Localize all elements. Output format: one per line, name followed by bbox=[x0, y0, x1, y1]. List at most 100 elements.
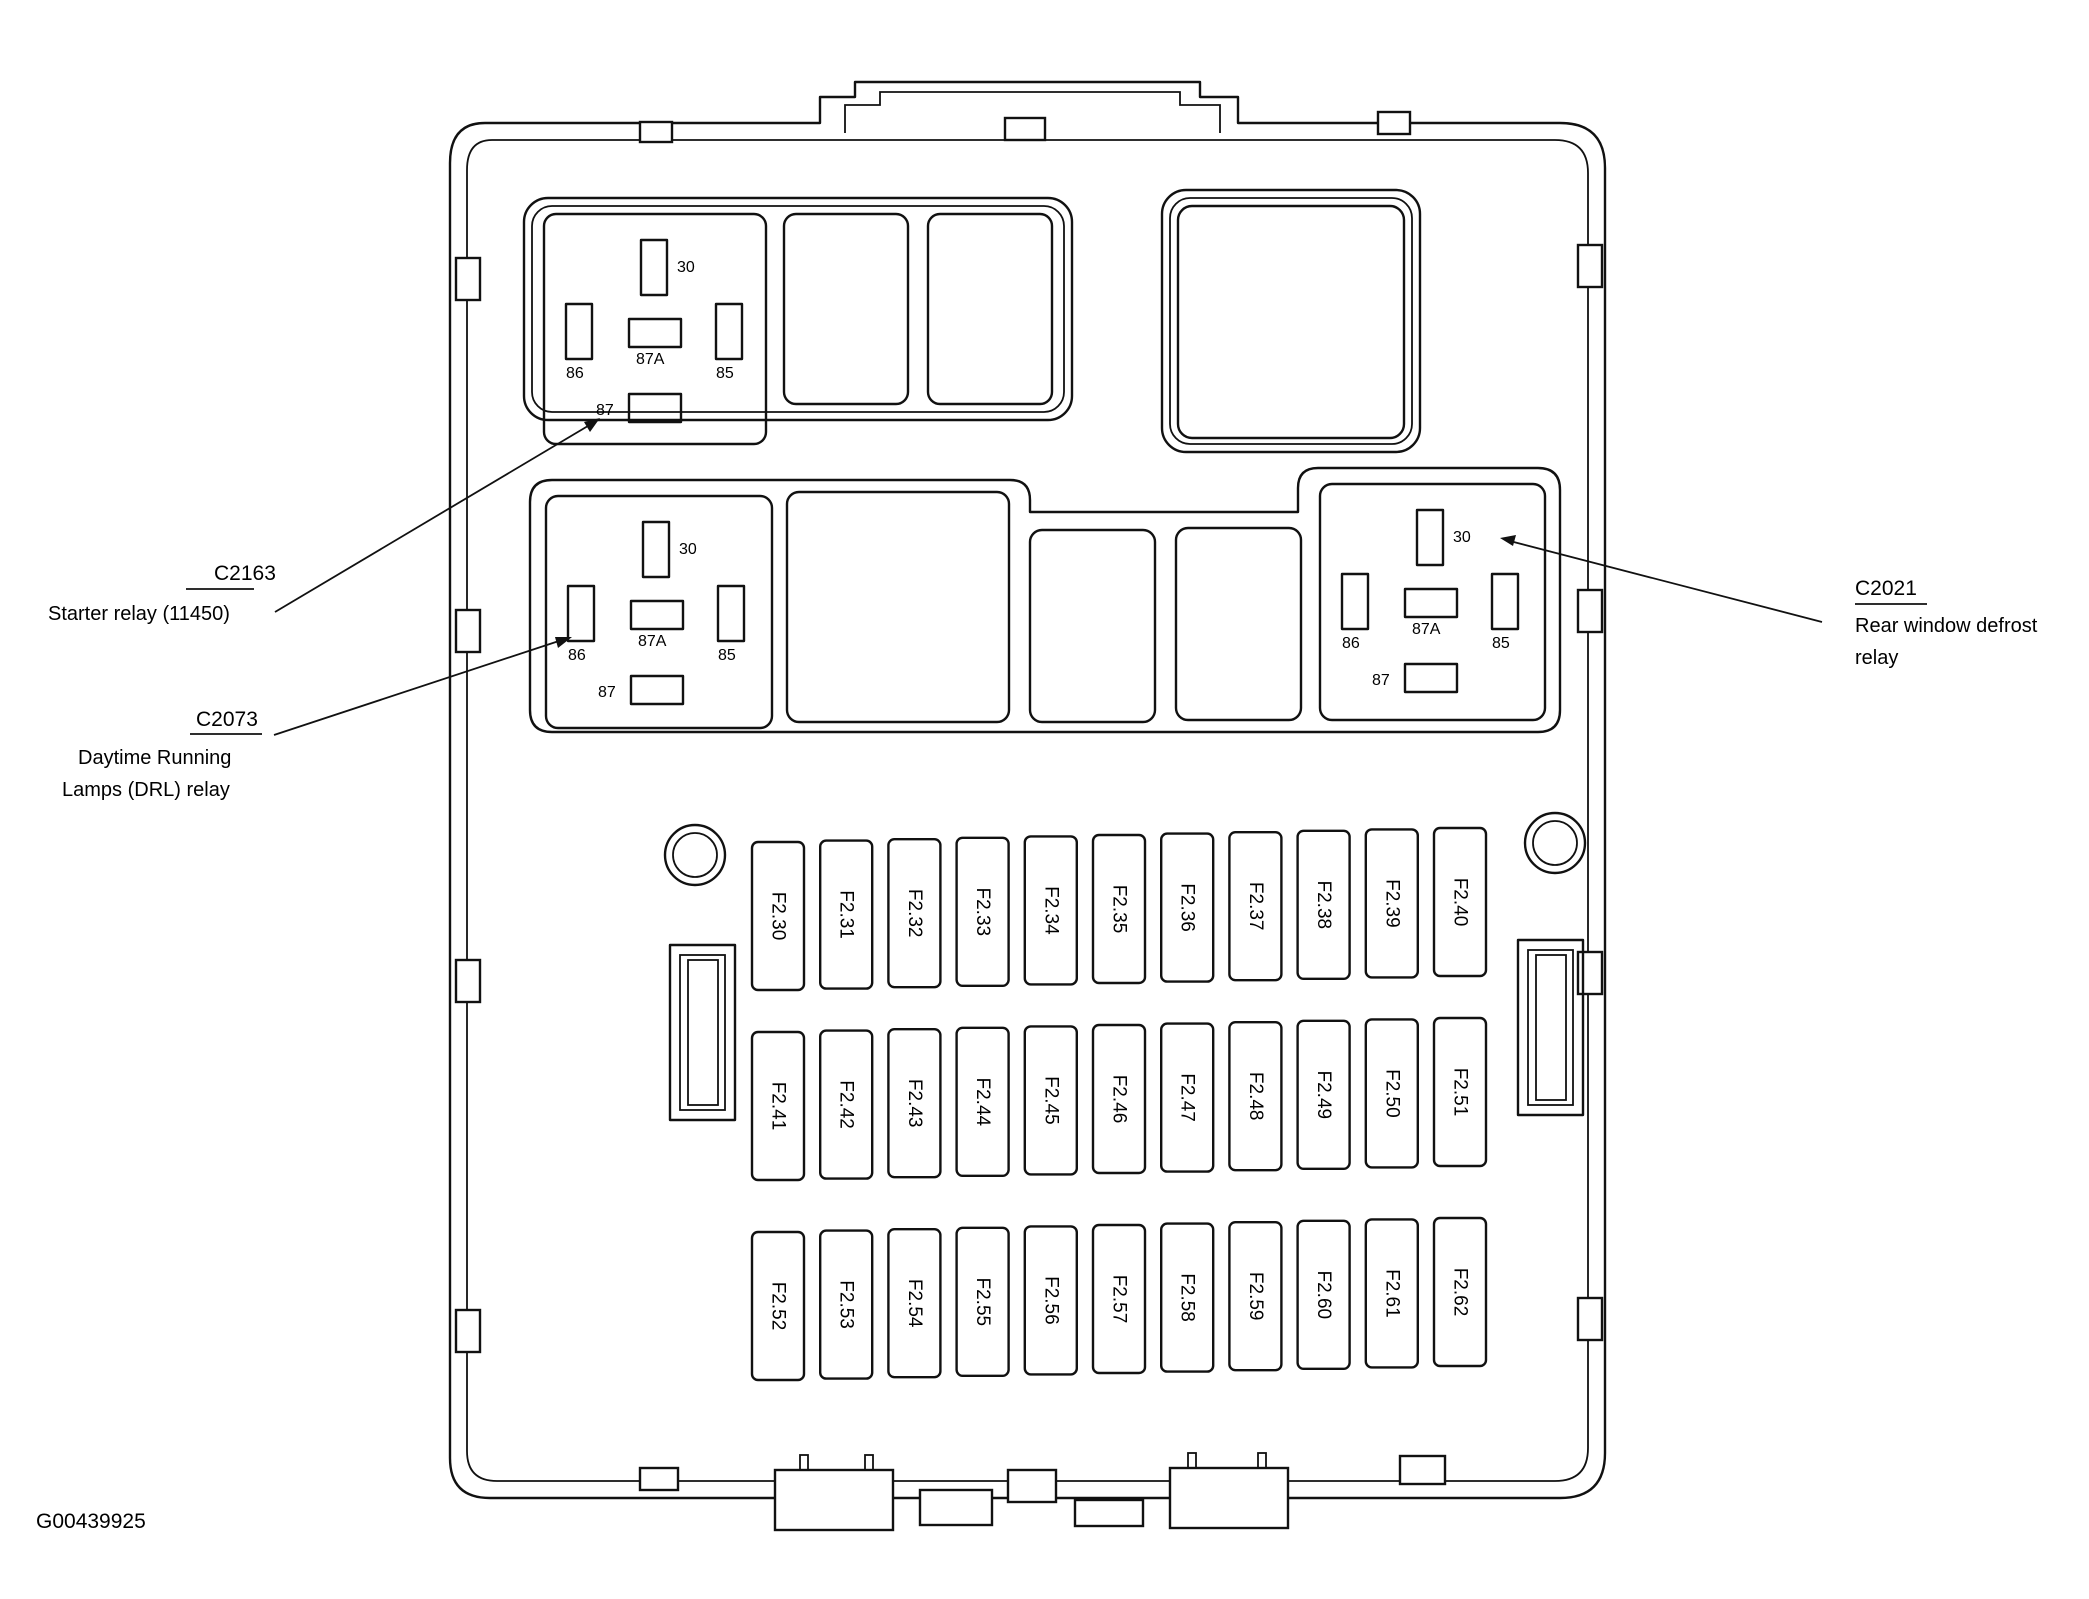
fuse-label: F2.55 bbox=[972, 1278, 993, 1327]
rear-defrost-relay-pin-87 bbox=[1403, 662, 1459, 694]
drl-relay-pin-87 bbox=[629, 674, 685, 706]
mounting-hole bbox=[1523, 811, 1587, 875]
fuse-body bbox=[1432, 1016, 1488, 1168]
drl-relay-socket bbox=[544, 494, 774, 730]
fuse-f2-51: F2.51 bbox=[1432, 1016, 1488, 1168]
fuse-label: F2.33 bbox=[972, 888, 993, 937]
relay-socket-blank bbox=[782, 212, 910, 406]
fuse-body bbox=[1432, 1216, 1488, 1368]
fuse-f2-45: F2.45 bbox=[1023, 1025, 1079, 1176]
callout-label: Starter relay (11450) bbox=[48, 603, 230, 625]
fuse-f2-31: F2.31 bbox=[819, 839, 874, 990]
pin-label: 87A bbox=[1412, 621, 1441, 638]
fuse-label: F2.49 bbox=[1313, 1071, 1334, 1120]
relay-socket-blank bbox=[1028, 528, 1157, 724]
fuse-label: F2.37 bbox=[1245, 882, 1266, 931]
starter-relay-pin-30 bbox=[639, 238, 669, 297]
fuse-body bbox=[1432, 826, 1488, 978]
fuse-label: F2.40 bbox=[1450, 878, 1471, 927]
fuse-label: F2.60 bbox=[1313, 1271, 1334, 1320]
fuse-body bbox=[819, 839, 874, 990]
fuse-label: F2.52 bbox=[768, 1282, 789, 1331]
relay-socket-blank bbox=[1174, 526, 1303, 722]
fuse-f2-47: F2.47 bbox=[1159, 1022, 1215, 1173]
callout-c2163: C2163 Starter relay (11450) bbox=[48, 418, 600, 625]
fuse-f2-59: F2.59 bbox=[1228, 1220, 1283, 1372]
fuse-label: F2.61 bbox=[1381, 1269, 1402, 1318]
upper-relay-frame bbox=[522, 196, 1074, 446]
callout-id: C2021 bbox=[1855, 577, 1917, 600]
callout-label: Lamps (DRL) relay bbox=[62, 779, 230, 801]
rear-defrost-relay-pin-87a bbox=[1403, 587, 1459, 619]
rear-defrost-relay-pin-30 bbox=[1415, 508, 1445, 567]
fuse-body bbox=[1159, 832, 1215, 983]
callout-id: C2163 bbox=[214, 562, 276, 585]
relay-socket-blank bbox=[785, 490, 1011, 724]
fuse-f2-33: F2.33 bbox=[955, 836, 1010, 987]
fuse-body bbox=[1296, 829, 1351, 980]
rear-defrost-relay-pin-86 bbox=[1340, 572, 1370, 631]
pin-label: 30 bbox=[679, 541, 697, 558]
pin-label: 85 bbox=[718, 647, 736, 664]
fuse-body bbox=[819, 1029, 874, 1180]
fuse-label: F2.32 bbox=[904, 889, 925, 938]
callout-id: C2073 bbox=[196, 708, 258, 731]
fuse-f2-52: F2.52 bbox=[750, 1230, 806, 1382]
fuse-f2-53: F2.53 bbox=[819, 1229, 874, 1380]
fuse-f2-32: F2.32 bbox=[887, 838, 942, 989]
fuse-f2-60: F2.60 bbox=[1296, 1219, 1351, 1371]
fuse-body bbox=[1159, 1222, 1215, 1373]
fuse-f2-49: F2.49 bbox=[1296, 1019, 1351, 1170]
fuse-label: F2.47 bbox=[1177, 1073, 1198, 1122]
fuse-f2-46: F2.46 bbox=[1091, 1023, 1147, 1175]
fuse-f2-40: F2.40 bbox=[1432, 826, 1488, 978]
fuse-body bbox=[1228, 1021, 1283, 1172]
fuse-f2-36: F2.36 bbox=[1159, 832, 1215, 983]
callout-label: Rear window defrost bbox=[1855, 615, 2038, 637]
fuse-body bbox=[1364, 828, 1420, 979]
fuse-body bbox=[887, 1227, 942, 1379]
fuse-label: F2.31 bbox=[836, 890, 857, 939]
fuse-body bbox=[955, 1226, 1010, 1378]
fuse-label: F2.56 bbox=[1040, 1276, 1061, 1325]
fuse-body bbox=[1091, 1023, 1147, 1175]
pin-label: 86 bbox=[1342, 635, 1360, 652]
fuse-f2-42: F2.42 bbox=[819, 1029, 874, 1180]
relay-socket-blank bbox=[926, 212, 1054, 406]
fuse-body bbox=[1091, 833, 1147, 985]
fuse-label: F2.38 bbox=[1313, 881, 1334, 930]
fuse-body bbox=[1296, 1219, 1351, 1371]
fuse-label: F2.43 bbox=[904, 1079, 925, 1128]
drl-relay-pin-85 bbox=[716, 584, 746, 643]
starter-relay-pin-86 bbox=[564, 302, 594, 361]
fuse-f2-54: F2.54 bbox=[887, 1227, 942, 1379]
rear-defrost-relay-socket bbox=[1318, 482, 1547, 722]
fuse-f2-35: F2.35 bbox=[1091, 833, 1147, 985]
pin-label: 87 bbox=[1372, 672, 1390, 689]
side-latch bbox=[668, 943, 737, 1122]
fuse-body bbox=[955, 1026, 1010, 1178]
side-latch bbox=[1516, 938, 1585, 1117]
rear-defrost-relay-pin-85 bbox=[1490, 572, 1520, 631]
fuse-label: F2.30 bbox=[768, 892, 789, 941]
fuse-label: F2.46 bbox=[1109, 1075, 1130, 1124]
pin-label: 30 bbox=[677, 259, 695, 276]
pin-label: 87 bbox=[596, 402, 614, 419]
drl-relay-pin-86 bbox=[566, 584, 596, 643]
fuse-label: F2.45 bbox=[1040, 1076, 1061, 1125]
fuse-f2-58: F2.58 bbox=[1159, 1222, 1215, 1373]
fuse-f2-30: F2.30 bbox=[750, 840, 806, 992]
fuse-body bbox=[750, 1030, 806, 1182]
pin-label: 85 bbox=[1492, 635, 1510, 652]
drl-relay-pin-87a bbox=[629, 599, 685, 631]
pin-label: 87A bbox=[636, 351, 665, 368]
fuse-label: F2.34 bbox=[1040, 886, 1061, 935]
fuse-body bbox=[1364, 1218, 1420, 1369]
fuse-label: F2.54 bbox=[904, 1279, 925, 1328]
fuse-label: F2.35 bbox=[1109, 885, 1130, 934]
pin-label: 87 bbox=[598, 684, 616, 701]
fuse-label: F2.50 bbox=[1381, 1069, 1402, 1118]
fuse-body bbox=[750, 1230, 806, 1382]
fuse-body bbox=[1364, 1018, 1420, 1169]
